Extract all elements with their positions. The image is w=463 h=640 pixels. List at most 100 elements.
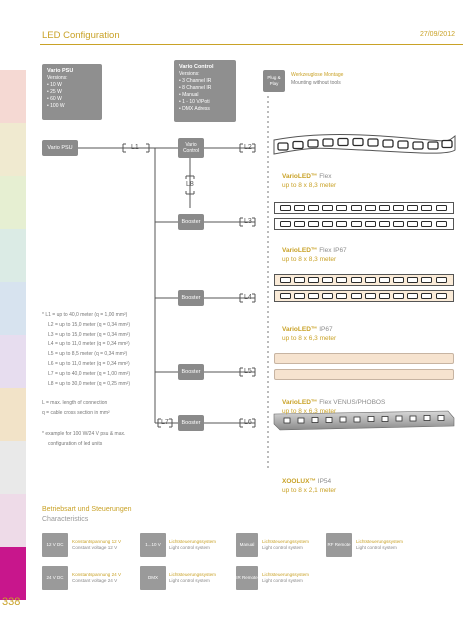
example-note: * example for 100 W/24 V psu & max. conf…: [42, 429, 125, 449]
psu-version-item: • 25 W: [47, 89, 62, 95]
control-version-item: • 3 Channel IR: [179, 78, 212, 84]
control-desc-de: Lichtsteuerungssystem: [169, 539, 216, 544]
page-date: 27/09/2012: [419, 31, 455, 38]
control-desc-de: Lichtsteuerungssystem: [262, 572, 309, 577]
product-label-xoolux: XOOLUX™ IP54 up to 8 x 2,1 meter: [282, 477, 336, 495]
segment-label-l2: L2: [244, 144, 252, 151]
plug-and-play-badge: Plug & Play: [263, 70, 285, 92]
booster-node: Booster: [178, 364, 204, 380]
sidebar-color-block: [0, 494, 26, 547]
control-type-badge: Manual: [236, 533, 258, 557]
psu-version-item: • 10 W: [47, 82, 62, 88]
led-strip-ip67-b: [274, 290, 454, 302]
product-brand: VarioLED™: [282, 399, 318, 406]
header-divider: [40, 44, 463, 45]
page-number: 338: [2, 596, 21, 608]
sidebar-color-block: [0, 123, 26, 176]
control-desc-de: Lichtsteuerungssystem: [169, 572, 216, 577]
colour-sidebar: [0, 70, 26, 600]
led-cells: [275, 203, 453, 213]
control-desc-de: Lichtsteuerungssystem: [356, 539, 403, 544]
product-name: Flex VENUS/PHOBOS: [317, 399, 386, 406]
notes-legend: L = max. length of connection q = cable …: [42, 398, 110, 418]
characteristics-en: Characteristics: [42, 516, 89, 523]
psu-version-item: • 100 W: [47, 103, 65, 109]
control-desc-de: Konstantspannung 24 V: [72, 572, 122, 577]
sidebar-color-block: [0, 282, 26, 335]
led-strip-venus-b: [274, 369, 454, 380]
note-line: * L1 = up to 40,0 meter (q = 1,00 mm²): [42, 312, 128, 318]
length-notes: * L1 = up to 40,0 meter (q = 1,00 mm²) L…: [42, 311, 130, 389]
control-type-badge: 24 V DC: [42, 566, 68, 590]
control-desc-de: Konstantspannung 12 V: [72, 539, 122, 544]
control-box-subtitle: Versions:: [179, 71, 200, 77]
psu-box-subtitle: Versions:: [47, 75, 68, 81]
control-desc-en: Light control system: [262, 578, 303, 584]
note-line: L2 = up to 15,0 meter (q = 0,34 mm²): [48, 321, 130, 328]
product-brand: VarioLED™: [282, 247, 318, 254]
segment-label-l1: L1: [131, 144, 139, 151]
sidebar-color-block: [0, 441, 26, 494]
product-length: up to 8 x 2,1 meter: [282, 487, 337, 494]
control-type-badge: IR Remote: [236, 566, 258, 590]
led-strip-ip67-flex-a: [274, 202, 454, 214]
segment-label-l7: L7: [161, 419, 169, 426]
plug-play-en: Mounting without tools: [291, 80, 341, 86]
page-title: LED Configuration: [42, 30, 120, 41]
led-strip-flex: [273, 134, 456, 155]
segment-label-l5: L5: [244, 368, 252, 375]
example-line: configuration of led units: [48, 441, 103, 447]
product-name: Flex: [317, 173, 332, 180]
vario-psu-node: Vario PSU: [42, 140, 78, 156]
note-line: L8 = up to 30,0 meter (q = 0,25 mm²): [48, 380, 130, 387]
sidebar-color-block: [0, 547, 26, 600]
control-desc-en: Light control system: [356, 545, 397, 551]
control-version-item: • DMX Adress: [179, 106, 210, 112]
note-line: L4 = up to 11,0 meter (q = 0,34 mm²): [48, 341, 130, 348]
control-version-item: • 1 - 10 V/Poti: [179, 99, 210, 105]
led-strip-venus-a: [274, 353, 454, 364]
booster-node: Booster: [178, 415, 204, 431]
note-line: L3 = up to 15,0 meter (q = 0,34 mm²): [48, 331, 130, 338]
product-name: Flex IP67: [317, 247, 347, 254]
led-cells: [275, 291, 453, 301]
control-desc-en: Constant voltage 24 V: [72, 578, 118, 584]
product-length: up to 8 x 8,3 meter: [282, 256, 337, 263]
led-cells: [275, 219, 453, 229]
control-desc-en: Light control system: [262, 545, 303, 551]
legend-length: L = max. length of connection: [42, 400, 108, 406]
segment-label-l6: L6: [244, 419, 252, 426]
led-strip-xoolux: [273, 410, 455, 431]
product-name: IP54: [315, 478, 332, 485]
note-line: L5 = up to 8,5 meter (q = 0,34 mm²): [48, 351, 128, 358]
product-name: IP67: [317, 326, 333, 333]
control-type-badge: 12 V DC: [42, 533, 68, 557]
product-brand: XOOLUX™: [282, 478, 316, 485]
sidebar-color-block: [0, 229, 26, 282]
characteristics-heading: Betriebsart und Steuerungen Characterist…: [42, 505, 132, 525]
sidebar-color-block: [0, 70, 26, 123]
control-desc-en: Light control system: [169, 578, 210, 584]
control-type-badge: DMX: [140, 566, 166, 590]
plug-play-de: Werkzeuglose Montage: [291, 72, 344, 78]
control-versions-box: Vario Control Versions: • 3 Channel IR •…: [174, 60, 236, 122]
control-version-item: • 8 Channel IR: [179, 85, 212, 91]
product-length: up to 8 x 8,3 meter: [282, 182, 337, 189]
legend-cross-section: q = cable cross section in mm²: [42, 410, 110, 416]
segment-label-l8: L8: [186, 181, 194, 188]
psu-versions-box: Vario PSU Versions: • 10 W • 25 W • 60 W…: [42, 64, 102, 120]
sidebar-color-block: [0, 335, 26, 388]
segment-label-l3: L3: [244, 218, 252, 225]
note-line: L7 = up to 40,0 meter (q = 1,00 mm²): [48, 370, 130, 377]
psu-box-title: Vario PSU: [47, 68, 74, 74]
booster-node: Booster: [178, 214, 204, 230]
